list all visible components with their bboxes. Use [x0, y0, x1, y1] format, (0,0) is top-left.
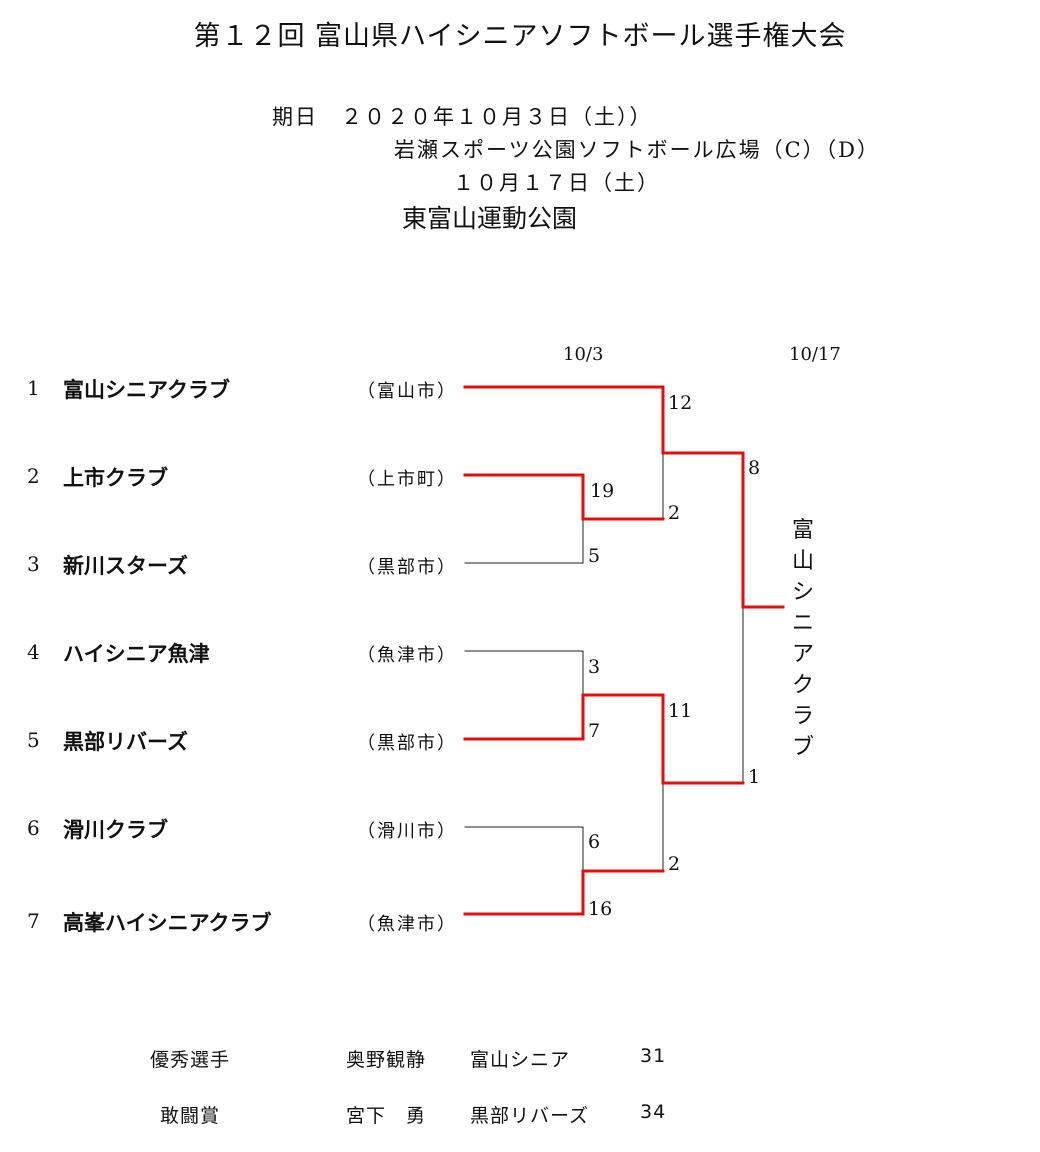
bracket-line-team2 [463, 473, 665, 521]
award-person: 宮下 勇 [346, 1105, 427, 1127]
bracket-line-team5 [463, 693, 665, 785]
team-seed: 3 [27, 552, 40, 576]
team-city: （上市町） [357, 469, 457, 490]
team-city: （滑川市） [357, 821, 457, 842]
team-city: （富山市） [357, 381, 457, 402]
score-qf-top: 12 [668, 392, 693, 414]
score-r1-m1-top: 19 [590, 480, 615, 502]
team-name: 黒部リバーズ [63, 730, 188, 754]
team-name: 富山シニアクラブ [63, 378, 230, 402]
team-seed: 1 [27, 376, 40, 400]
team-city: （黒部市） [357, 733, 457, 754]
team-seed: 2 [27, 464, 40, 488]
score-r1-m2-top: 3 [588, 656, 601, 678]
score-qf-bottom: 2 [668, 502, 681, 524]
champion-name: 富山シニアクラブ [791, 518, 814, 760]
award-team: 黒部リバーズ [470, 1105, 590, 1127]
team-city: （黒部市） [357, 557, 457, 578]
bracket-line-team4 [464, 650, 584, 696]
round-label-2: 10/17 [789, 344, 841, 365]
award-label: 敢闘賞 [160, 1105, 221, 1127]
team-name: 滑川クラブ [63, 818, 168, 842]
award-person: 奥野観静 [346, 1049, 427, 1071]
schedule-date-1: 期日 ２０２０年１０月３日（土）） [272, 105, 653, 129]
bracket-line-qf-winner [661, 451, 785, 609]
team-city: （魚津市） [357, 914, 457, 935]
score-r1-m3-bottom: 16 [588, 898, 613, 920]
team-name: 新川スターズ [63, 554, 188, 578]
score-qf2-top: 11 [668, 700, 693, 722]
score-final-top: 8 [748, 457, 761, 479]
award-team: 富山シニア [470, 1049, 571, 1071]
team-seed: 5 [27, 728, 40, 752]
page-title: 第１２回 富山県ハイシニアソフトボール選手権大会 [193, 21, 847, 52]
award-number: 34 [640, 1101, 667, 1123]
team-seed: 7 [27, 909, 40, 933]
schedule-venue-1: 岩瀬スポーツ公園ソフトボール広場（C）（D） [394, 138, 880, 162]
score-r1-m3-top: 6 [588, 831, 601, 853]
score-qf2-bottom: 2 [668, 853, 681, 875]
bracket-line-team3 [464, 518, 584, 564]
round-label-1: 10/3 [563, 344, 604, 365]
score-r1-m1-bottom: 5 [588, 545, 601, 567]
bracket-line-team7 [463, 869, 665, 916]
score-final-bottom: 1 [748, 766, 761, 788]
team-name: 上市クラブ [63, 466, 168, 490]
bracket-line-team1 [463, 385, 665, 455]
team-city: （魚津市） [357, 645, 457, 666]
award-label: 優秀選手 [150, 1049, 231, 1071]
team-name: ハイシニア魚津 [63, 642, 210, 666]
team-name: 高峯ハイシニアクラブ [63, 911, 272, 935]
schedule-venue-2: 東富山運動公園 [402, 204, 578, 233]
award-number: 31 [640, 1045, 667, 1067]
team-seed: 6 [27, 816, 40, 840]
team-seed: 4 [27, 640, 40, 664]
schedule-date-2: １０月１７日（土） [453, 171, 660, 195]
bracket-line-team6 [464, 826, 584, 872]
score-r1-m2-bottom: 7 [588, 720, 601, 742]
